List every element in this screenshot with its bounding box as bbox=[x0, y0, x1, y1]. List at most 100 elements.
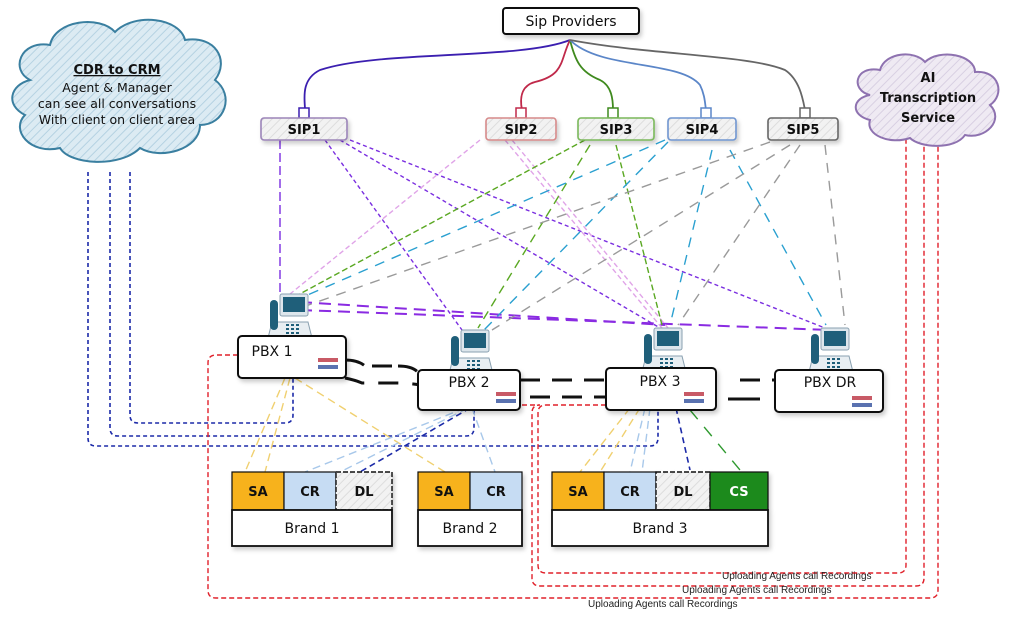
desk-phone-icon bbox=[808, 327, 854, 373]
link-pbx1-pbx2-top bbox=[344, 358, 422, 376]
sip-providers-label: Sip Providers bbox=[525, 14, 616, 30]
brand-3-cell-cs: CS bbox=[729, 485, 748, 500]
sip-trunk-4[interactable]: SIP4 bbox=[667, 117, 737, 141]
pbx-node-1[interactable]: PBX 1 bbox=[237, 293, 347, 379]
desk-phone-icon bbox=[641, 327, 687, 373]
sip-providers-node[interactable]: Sip Providers bbox=[502, 7, 640, 35]
provider-link-sip1 bbox=[303, 39, 571, 111]
pbx-nodes: PBX 1 PBX 2 PBX 3 PBX DR bbox=[237, 293, 884, 413]
pbx-1-label: PBX 1 bbox=[252, 344, 293, 360]
sip-trunk-4-label: SIP4 bbox=[686, 123, 719, 138]
sip-trunk-5-label: SIP5 bbox=[787, 123, 820, 138]
desk-phone-icon bbox=[267, 293, 313, 339]
link-pbx3-brand3-sa-b bbox=[599, 407, 641, 473]
brand-3[interactable] bbox=[551, 471, 769, 547]
crm-path-pbx1 bbox=[129, 172, 294, 424]
mesh-sip5-pbx2 bbox=[491, 144, 791, 331]
mesh-sip2-pbx3 bbox=[504, 139, 663, 329]
connector-sip4 bbox=[700, 107, 712, 119]
pbx-interlinks bbox=[344, 358, 775, 401]
pbx-node-dr[interactable]: PBX DR bbox=[774, 327, 884, 413]
recording-path-pbx2 bbox=[418, 140, 925, 587]
brand-3-cell-cr: CR bbox=[620, 485, 640, 500]
cloud-crm-line-1: Agent & Manager bbox=[62, 80, 172, 95]
brand-2[interactable] bbox=[417, 471, 523, 547]
brand-2-label: Brand 2 bbox=[442, 521, 497, 537]
mesh-sip2-pbx1 bbox=[289, 139, 481, 295]
link-pbx3-brand3-cs bbox=[689, 409, 741, 471]
provider-link-sip2 bbox=[520, 39, 571, 111]
pbx-dr-label: PBX DR bbox=[804, 375, 857, 391]
brand-3-cell-sa: SA bbox=[568, 485, 587, 500]
cloud-ai-transcription[interactable]: AI Transcription Service bbox=[854, 53, 1000, 147]
connector-sip1 bbox=[298, 107, 310, 119]
mesh-sip4-pbx3 bbox=[669, 149, 713, 326]
sip-trunk-1-label: SIP1 bbox=[288, 123, 321, 138]
mesh-sip5-pbx1 bbox=[299, 141, 771, 309]
cloud-crm-line-3: With client on client area bbox=[39, 112, 195, 127]
brand-1[interactable] bbox=[231, 471, 393, 547]
connector-sip2 bbox=[515, 107, 527, 119]
mesh-sip4-pbxdr bbox=[729, 149, 827, 326]
mesh-pbx1-pbxdr bbox=[299, 309, 831, 331]
connector-sip5 bbox=[799, 107, 811, 119]
mesh-sip2-pbx3b bbox=[511, 139, 669, 329]
link-pbx3-brand3-cr-a bbox=[629, 407, 646, 473]
link-pbx1-brand1-sa-b bbox=[264, 377, 291, 473]
cloud-crm-title: CDR to CRM bbox=[73, 63, 160, 78]
pbx-3-label: PBX 3 bbox=[640, 374, 681, 390]
link-pbx2-brand2-cr bbox=[471, 407, 496, 473]
link-pbx2-brand1-dl bbox=[339, 407, 469, 473]
sip-pbx-mesh bbox=[279, 139, 846, 331]
pbx-brand-links bbox=[244, 377, 741, 473]
link-pbx3-brand3-cr-b bbox=[641, 407, 651, 473]
sip-trunk-1[interactable]: SIP1 bbox=[260, 117, 348, 141]
mesh-sip3-pbx3 bbox=[615, 144, 663, 326]
link-pbx1-brand2-sa bbox=[294, 377, 446, 473]
link-pbx2-brand1-cr bbox=[304, 407, 466, 473]
sip-trunk-3[interactable]: SIP3 bbox=[577, 117, 655, 141]
brand-2-cell-cr: CR bbox=[486, 485, 506, 500]
pbx-2-label: PBX 2 bbox=[449, 375, 490, 391]
brand-1-cell-dl: DL bbox=[354, 485, 373, 500]
sip-trunks: SIP1 SIP2 SIP3 SIP4 SIP5 bbox=[260, 117, 839, 141]
upload-label-pbx1: Uploading Agents call Recordings bbox=[588, 599, 738, 610]
link-pbx2-brand1-dl-blue bbox=[359, 407, 471, 473]
upload-labels: Uploading Agents call Recordings Uploadi… bbox=[588, 571, 872, 610]
cloud-cdr-to-crm[interactable]: CDR to CRM Agent & Manager can see all c… bbox=[11, 18, 227, 163]
cloud-ai-line-2: Transcription bbox=[880, 91, 976, 106]
provider-links bbox=[303, 39, 806, 111]
sip-trunk-3-label: SIP3 bbox=[600, 123, 633, 138]
mesh-sip5-pbxdr bbox=[824, 144, 846, 326]
link-pbx1-pbx2-bottom bbox=[344, 376, 421, 387]
pbx-node-3[interactable]: PBX 3 bbox=[605, 327, 717, 411]
brand-1-label: Brand 1 bbox=[284, 521, 339, 537]
sip-trunk-5[interactable]: SIP5 bbox=[767, 117, 839, 141]
mesh-sip4-pbx1 bbox=[295, 139, 666, 301]
cloud-crm-line-2: can see all conversations bbox=[38, 96, 196, 111]
link-pbx3-brand3-dl-blue bbox=[675, 407, 691, 471]
crm-path-pbx2 bbox=[109, 172, 475, 437]
mesh-sip4-pbx2 bbox=[483, 141, 669, 331]
crm-paths bbox=[87, 172, 659, 447]
brands: SA CR DL Brand 1 SA CR Brand 2 SA CR DL … bbox=[231, 471, 769, 547]
brand-2-cell-sa: SA bbox=[434, 485, 453, 500]
pbx-node-2[interactable]: PBX 2 bbox=[417, 329, 521, 411]
mesh-sip5-pbx3 bbox=[677, 144, 801, 326]
mesh-sip3-pbx2 bbox=[477, 144, 591, 329]
cloud-ai-line-1: AI bbox=[921, 71, 936, 86]
brand-1-cell-cr: CR bbox=[300, 485, 320, 500]
connector-sip3 bbox=[607, 107, 619, 119]
sip-trunk-2[interactable]: SIP2 bbox=[485, 117, 557, 141]
provider-link-sip3 bbox=[569, 39, 614, 111]
mesh-sip3-pbx1 bbox=[295, 139, 586, 297]
upload-label-pbx2: Uploading Agents call Recordings bbox=[682, 585, 832, 596]
mesh-sip1-pbx2 bbox=[324, 139, 463, 331]
recording-path-pbx1 bbox=[207, 140, 939, 599]
recording-paths bbox=[207, 140, 939, 599]
mesh-sip1-pbxdr bbox=[349, 139, 831, 331]
provider-connectors bbox=[298, 107, 811, 119]
brand-1-cell-sa: SA bbox=[248, 485, 267, 500]
provider-link-sip4 bbox=[569, 39, 707, 111]
